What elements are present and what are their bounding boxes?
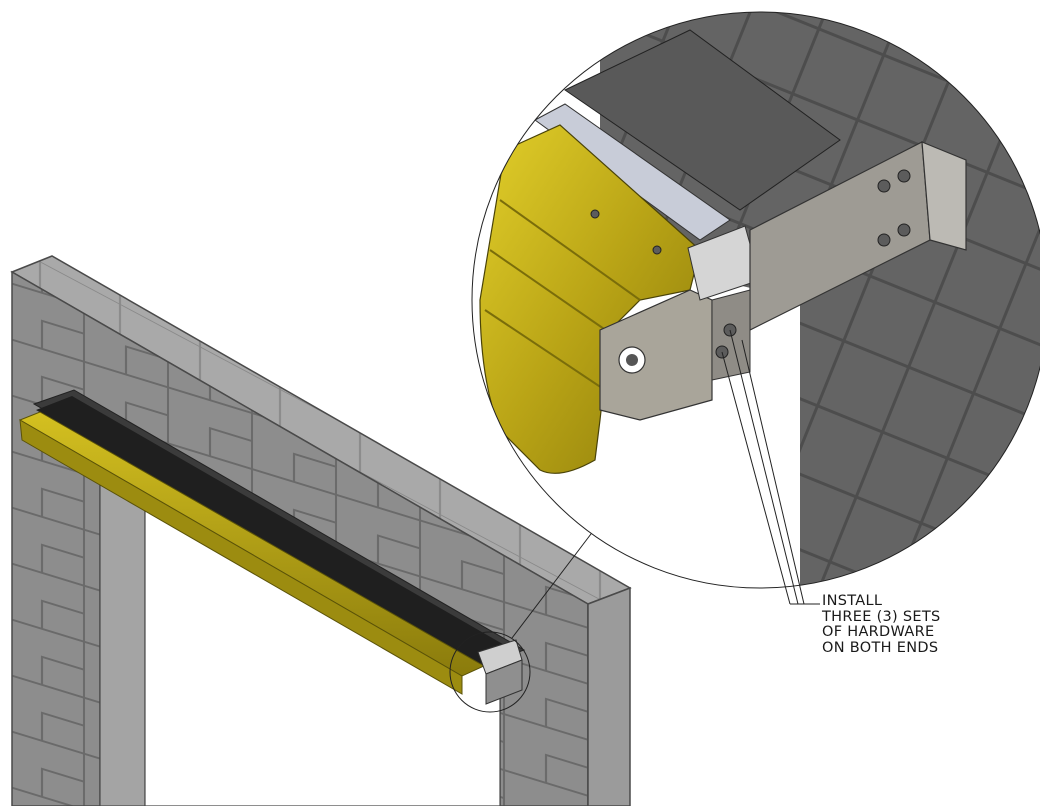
wall-right-jamb-side	[587, 586, 631, 806]
detail-circle	[449, 631, 531, 713]
callout-note: INSTALL THREE (3) SETS OF HARDWARE ON BO…	[822, 593, 941, 656]
callout-line-3: OF HARDWARE	[822, 624, 935, 640]
callout-line-1: INSTALL	[822, 593, 883, 609]
wall-left-jamb-inner	[99, 459, 146, 806]
hardware-fasteners	[590, 169, 911, 359]
callout-line-2: THREE (3) SETS	[822, 608, 941, 625]
callout-line-4: ON BOTH ENDS	[822, 639, 939, 656]
zoom-top-panel	[564, 29, 841, 211]
header-seal-assembly	[18, 389, 595, 713]
zoom-end-plate	[599, 289, 713, 421]
zoom-detail-view	[471, 11, 1040, 589]
zoom-circle-outline	[471, 11, 1040, 589]
callout-leader	[721, 329, 820, 605]
